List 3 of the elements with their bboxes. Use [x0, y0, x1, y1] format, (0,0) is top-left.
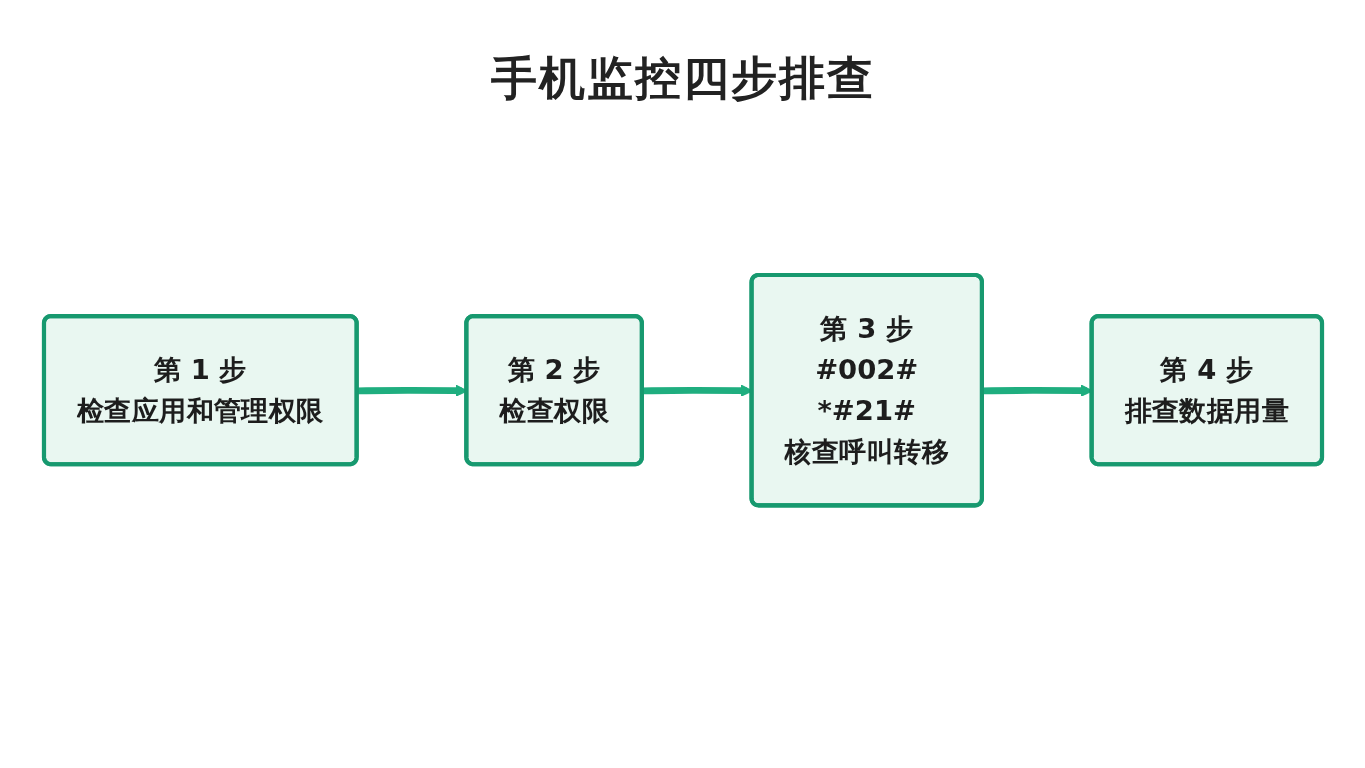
arrow	[642, 384, 753, 397]
arrow	[982, 384, 1093, 397]
diagram-title: 手机监控四步排查	[490, 50, 875, 107]
